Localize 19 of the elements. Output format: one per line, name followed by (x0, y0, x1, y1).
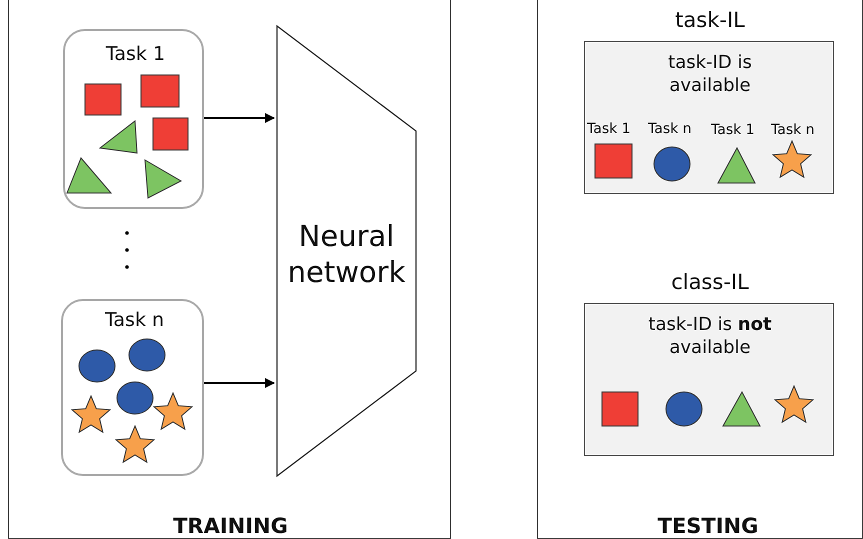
task-label: Task 1 (711, 122, 755, 140)
availability-note: task-ID is not available (647, 314, 773, 359)
scenario-title: class-IL (670, 269, 750, 296)
network-label: Neural network (286, 218, 406, 290)
task-card (63, 29, 204, 209)
arrow (204, 113, 275, 123)
task-label: Task n (648, 121, 692, 138)
panel-heading: TESTING (656, 513, 760, 539)
task-label: Task n (771, 122, 815, 140)
training-panel (8, 0, 451, 539)
testing-panel (537, 0, 863, 539)
task-card (61, 299, 204, 476)
panel-heading: TRAINING (172, 513, 289, 539)
task-title: Task n (104, 309, 166, 333)
scenario-title: task-IL (674, 7, 746, 34)
arrow (204, 378, 275, 388)
availability-note: task-ID is available (667, 52, 753, 97)
task-title: Task 1 (104, 43, 166, 67)
task-label: Task 1 (587, 121, 631, 138)
